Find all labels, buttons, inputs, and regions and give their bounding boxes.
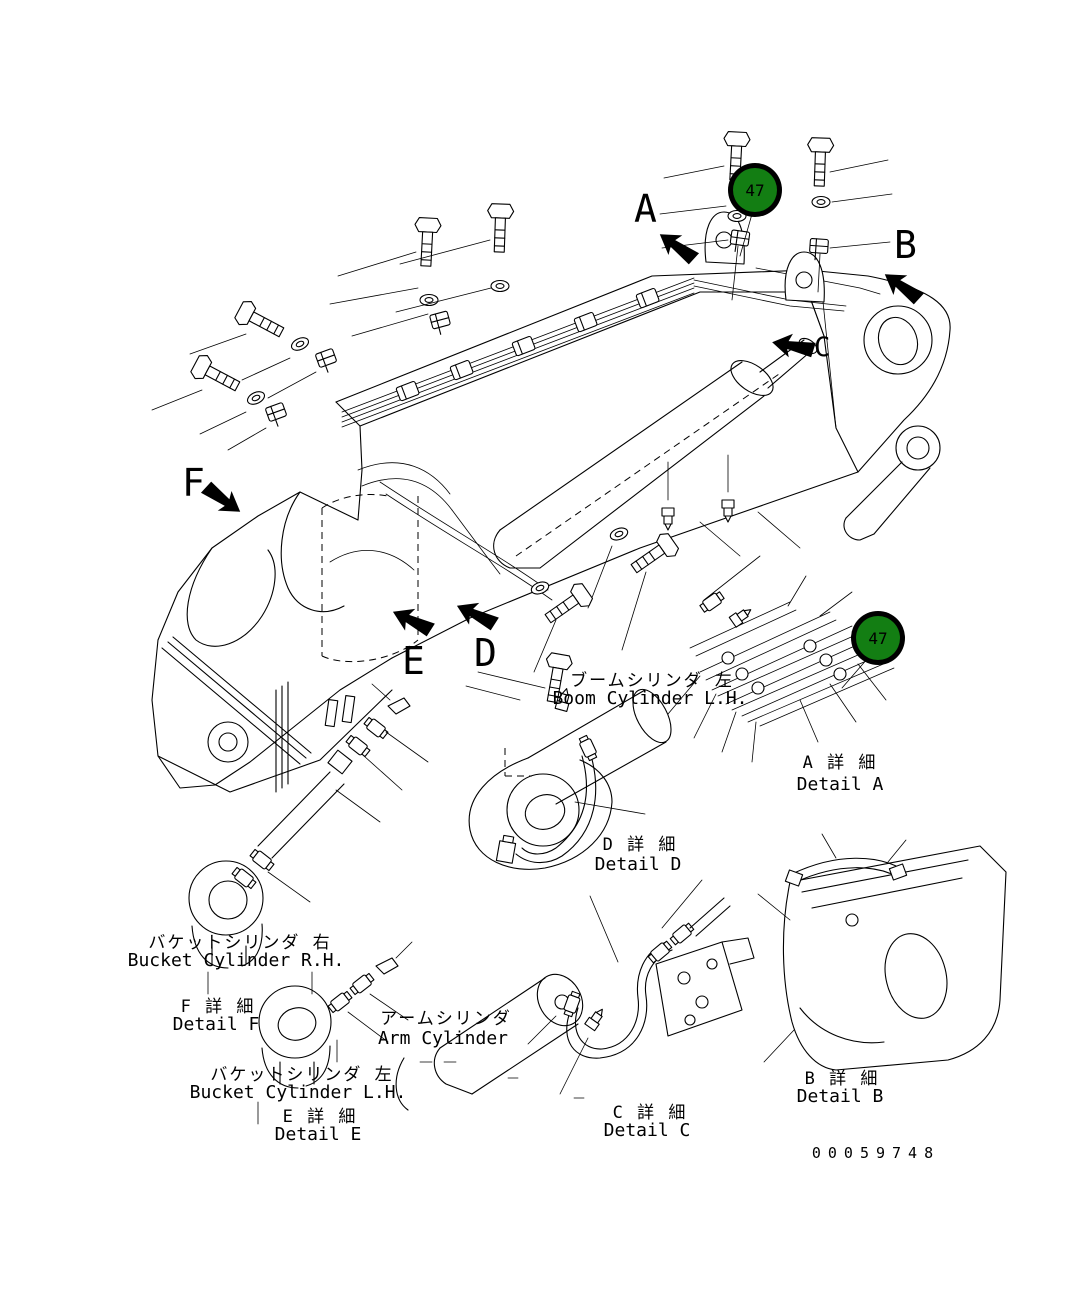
arm-cylinder-view: アームシリンダ Arm Cylinder [378,973,608,1111]
part-balloon-47-main[interactable]: 47 [728,163,782,257]
detail-a-caption-en: Detail A [797,774,884,795]
view-callouts: A B C D E F [182,187,927,683]
view-arrow-c [770,330,817,362]
detail-b-caption-jp: B 詳 細 [805,1069,880,1089]
bucket-cylinder-rh-label-jp: バケットシリンダ 右 [148,933,331,953]
balloon-number: 47 [745,181,764,200]
detail-e-view: バケットシリンダ 左 Bucket Cylinder L.H. E 詳 細 De… [190,941,457,1145]
view-arrow-f [198,477,248,522]
callout-letter-d: D [474,631,497,675]
callout-letter-e: E [402,639,425,683]
callout-letter-f: F [182,461,205,505]
detail-c-caption-en: Detail C [604,1120,691,1141]
bucket-cylinder-lh-label-jp: バケットシリンダ 左 [210,1065,393,1085]
part-balloon-47-detail-a[interactable]: 47 [841,611,905,689]
detail-c-caption-jp: C 詳 細 [613,1103,688,1123]
detail-f-caption-en: Detail F [173,1014,260,1035]
detail-d-view: ブームシリンダ 左 Boom Cylinder L.H. D 詳 細 Detai… [465,651,748,875]
detail-d-caption-jp: D 詳 細 [603,835,678,855]
view-arrow-b [877,264,927,309]
detail-e-caption-en: Detail E [275,1124,362,1145]
detail-a-caption-jp: A 詳 細 [803,753,878,773]
view-arrow-e [387,600,437,641]
detail-b-view: B 詳 細 Detail B [757,833,1007,1107]
callout-letter-c: C [814,332,830,363]
arm-cylinder-label-jp: アームシリンダ [380,1009,511,1029]
detail-e-caption-jp: E 詳 細 [283,1107,358,1127]
main-boom-assembly [151,130,951,793]
detail-a-view: 47 A 詳 細 Detail A [667,555,905,795]
callout-letter-b: B [894,223,917,267]
detail-b-caption-en: Detail B [797,1086,884,1107]
detail-c-view: C 詳 細 Detail C [527,879,755,1141]
boom-cylinder-label-jp: ブームシリンダ 左 [570,670,734,691]
bucket-cylinder-lh-label-en: Bucket Cylinder L.H. [190,1082,407,1103]
callout-letter-a: A [634,187,657,231]
detail-f-caption-jp: F 詳 細 [181,997,256,1017]
drawing-number: 00059748 [812,1144,940,1162]
view-arrow-a [652,224,702,269]
boom-cylinder-label-en: Boom Cylinder L.H. [552,688,747,709]
view-arrow-d [451,594,501,635]
bucket-cylinder-rh-label-en: Bucket Cylinder R.H. [128,950,345,971]
balloon-number: 47 [868,629,887,648]
detail-f-view: バケットシリンダ 右 Bucket Cylinder R.H. F 詳 細 De… [128,683,429,1035]
detail-d-caption-en: Detail D [595,854,682,875]
arm-cylinder-label-en: Arm Cylinder [378,1028,508,1049]
